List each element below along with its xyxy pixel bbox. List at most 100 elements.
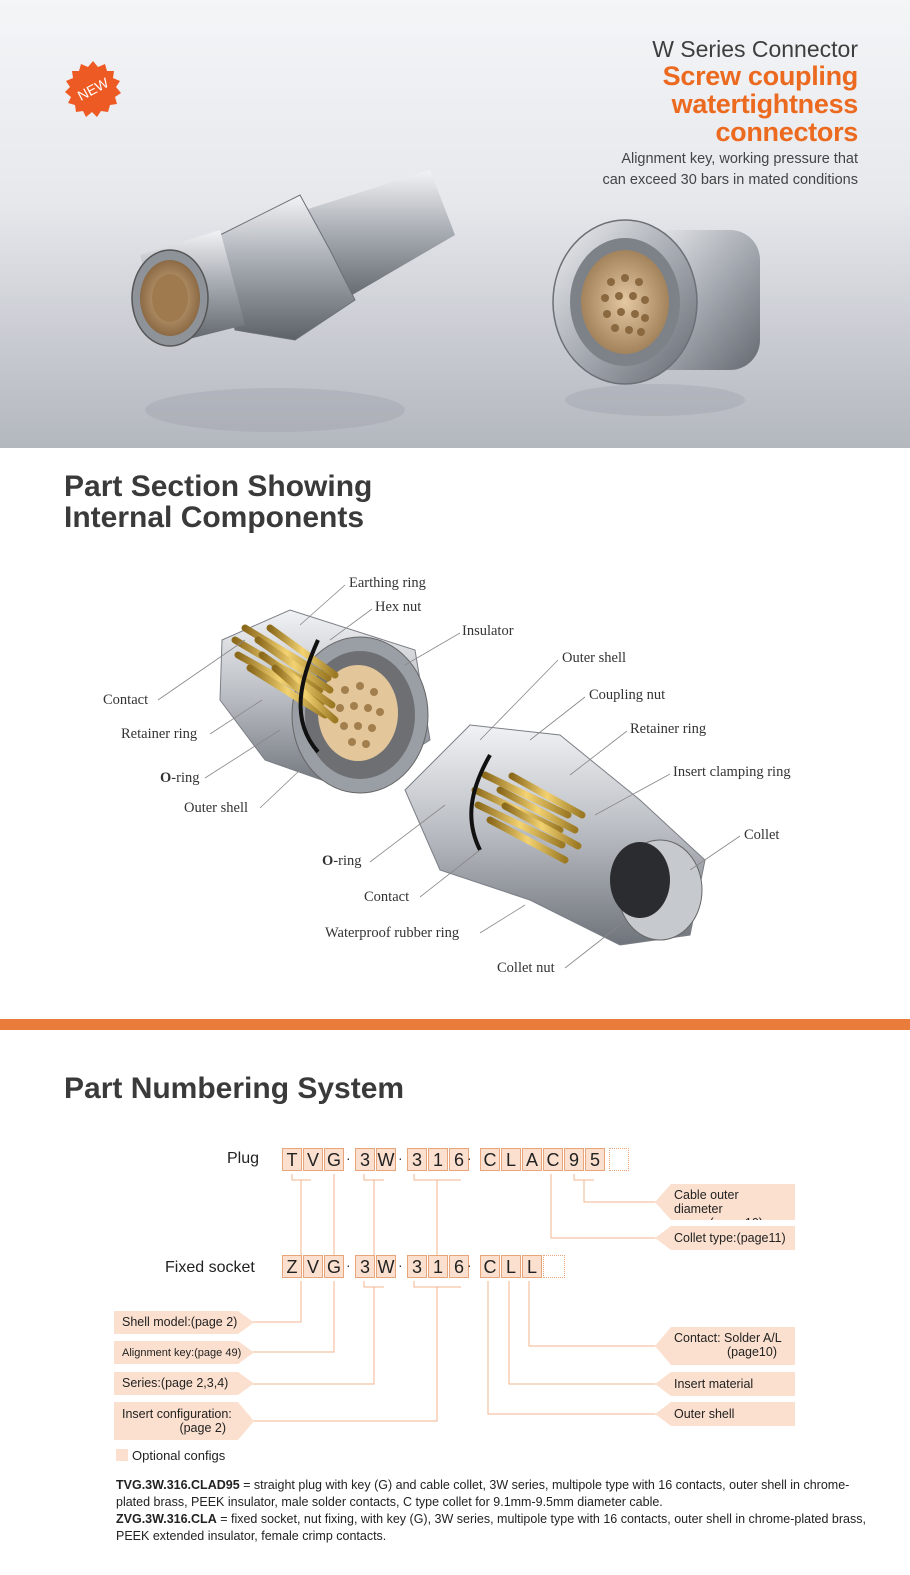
separator-dot: · (398, 1257, 403, 1273)
socket-char: G (324, 1255, 344, 1278)
socket-char: L (501, 1255, 521, 1278)
tag-insert-configuration: Insert configuration: (page 2) (114, 1402, 254, 1440)
note-socket-text: = fixed socket, nut fixing, with key (G)… (116, 1512, 866, 1543)
plug-char: V (303, 1148, 323, 1171)
plug-char: 1 (428, 1148, 448, 1171)
label-outer-shell-socket: Outer shell (184, 800, 249, 816)
socket-char: L (522, 1255, 542, 1278)
plug-char: T (282, 1148, 302, 1171)
section-title-line-2: Internal Components (64, 501, 365, 534)
note-plug-code: TVG.3W.316.CLAD95 (116, 1478, 240, 1492)
plug-cutaway (404, 724, 706, 946)
label-contact-plug: Contact (364, 889, 410, 905)
plug-char: 3 (355, 1148, 375, 1171)
tag-insert-configuration-line-1: Insert configuration: (122, 1407, 232, 1421)
label-waterproof-rubber-ring: Waterproof rubber ring (325, 925, 460, 941)
tag-insert-material: Insert material (655, 1372, 795, 1396)
tag-contact-line-1: Contact: Solder A/L (674, 1331, 782, 1345)
label-outer-shell-plug: Outer shell (562, 650, 627, 666)
plug-char: 3 (407, 1148, 427, 1171)
o-ring-letter: O (160, 770, 172, 786)
section-divider (0, 1019, 910, 1030)
tag-outer-shell: Outer shell (655, 1402, 795, 1426)
separator-dot: · (467, 1150, 472, 1166)
socket-char: 3 (355, 1255, 375, 1278)
plug-char: G (324, 1148, 344, 1171)
numbering-leader-lines (250, 1174, 658, 1422)
tag-contact: Contact: Solder A/L (page10) (655, 1327, 795, 1365)
legend-label: Optional configs (132, 1448, 226, 1463)
tag-alignment-key: Alignment key:(page 49) (114, 1341, 254, 1364)
hero-text: W Series Connector Screw coupling watert… (602, 36, 858, 188)
separator-dot: · (346, 1150, 351, 1166)
tag-series: Series:(page 2,3,4) (114, 1372, 254, 1395)
plug-char: C (480, 1148, 500, 1171)
o-ring-suffix: -ring (333, 853, 362, 869)
socket-row-label: Fixed socket (165, 1259, 255, 1276)
note-socket: ZVG.3W.316.CLA = fixed socket, nut fixin… (116, 1511, 876, 1545)
plug-char: W (376, 1148, 396, 1171)
plug-char: C (543, 1148, 563, 1171)
plug-row-label: Plug (227, 1150, 260, 1167)
plug-char: 5 (585, 1148, 605, 1171)
hero-banner: NEW W Series Connector Screw coupling wa… (0, 0, 910, 448)
separator-dot: · (398, 1150, 403, 1166)
tag-collet-type: Collet type:(page11) (655, 1226, 795, 1250)
label-retainer-ring-plug: Retainer ring (630, 721, 707, 737)
hero-title-line-1: Screw coupling (662, 61, 859, 91)
cutaway-illustration (157, 584, 741, 969)
notes: TVG.3W.316.CLAD95 = straight plug with k… (116, 1477, 876, 1545)
tag-contact-line-2: (page10) (726, 1345, 777, 1359)
label-coupling-nut: Coupling nut (589, 687, 666, 703)
plug-optional-slot (609, 1148, 629, 1171)
tag-insert-configuration-line-2: (page 2) (179, 1421, 226, 1435)
socket-cutaway (219, 609, 431, 794)
new-badge: NEW (65, 61, 121, 117)
tag-cable-outer-diameter-line-1: Cable outer diameter (674, 1188, 739, 1216)
hero-title-line-3: connectors (715, 117, 858, 147)
label-retainer-ring-socket: Retainer ring (121, 726, 198, 742)
label-insulator: Insulator (462, 623, 514, 639)
plug-char: 6 (449, 1148, 469, 1171)
tag-shell-model: Shell model:(page 2) (114, 1311, 254, 1334)
socket-char: 6 (449, 1255, 469, 1278)
hero-title-line-2: watertightness (671, 89, 859, 119)
section-title: Part Section Showing Internal Components (64, 471, 372, 533)
socket-optional-slot (543, 1255, 565, 1278)
label-collet: Collet (744, 827, 780, 843)
socket-char: 1 (428, 1255, 448, 1278)
socket-char: 3 (407, 1255, 427, 1278)
label-hex-nut: Hex nut (375, 599, 422, 615)
section-title-line-1: Part Section Showing (64, 470, 373, 503)
legend-swatch (116, 1449, 128, 1461)
plug-char: L (501, 1148, 521, 1171)
socket-char: W (376, 1255, 396, 1278)
label-o-ring-socket: O-ring (160, 770, 199, 787)
note-plug-text: = straight plug with key (G) and cable c… (116, 1478, 850, 1509)
separator-dot: · (467, 1257, 472, 1273)
hero-subtitle-line-1: Alignment key, working pressure that (621, 151, 858, 167)
socket-char: Z (282, 1255, 302, 1278)
tag-cable-outer-diameter-line-2: range:(page 10) (674, 1216, 763, 1230)
legend: Optional configs (116, 1448, 225, 1463)
note-socket-code: ZVG.3W.316.CLA (116, 1512, 217, 1526)
socket-char: V (303, 1255, 323, 1278)
label-contact-socket: Contact (103, 692, 149, 708)
plug-char: A (522, 1148, 542, 1171)
hero-kicker: W Series Connector (652, 36, 858, 62)
socket-char: C (480, 1255, 500, 1278)
plug-char: 9 (564, 1148, 584, 1171)
label-collet-nut: Collet nut (497, 960, 555, 976)
o-ring-suffix: -ring (171, 770, 200, 786)
plug-connector-image (131, 170, 455, 432)
label-insert-clamping-ring: Insert clamping ring (673, 764, 791, 780)
note-plug: TVG.3W.316.CLAD95 = straight plug with k… (116, 1477, 876, 1511)
o-ring-letter: O (322, 853, 334, 869)
label-earthing-ring: Earthing ring (349, 575, 426, 591)
numbering-title: Part Numbering System (64, 1072, 405, 1105)
hero-subtitle-line-2: can exceed 30 bars in mated conditions (602, 172, 858, 188)
socket-connector-image (552, 219, 760, 416)
tag-cable-outer-diameter: Cable outer diameter range:(page 10) (655, 1184, 795, 1220)
separator-dot: · (346, 1257, 351, 1273)
label-o-ring-plug: O-ring (322, 853, 361, 870)
